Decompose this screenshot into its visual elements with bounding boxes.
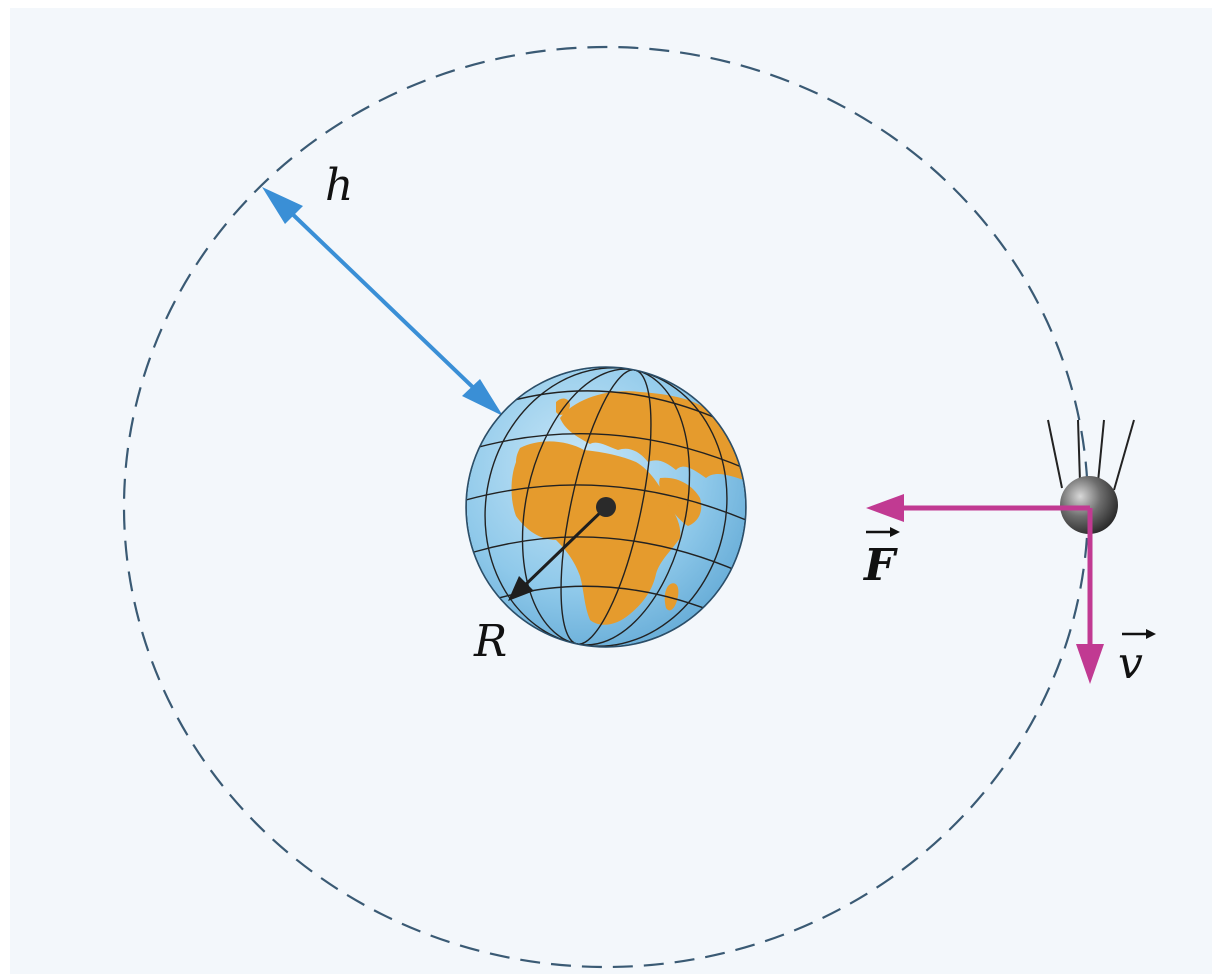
force-label: F xyxy=(862,527,900,591)
radius-label: R xyxy=(473,616,507,667)
svg-text:v: v xyxy=(1118,638,1143,689)
radius-arrow xyxy=(508,497,616,601)
force-vector-arrow xyxy=(866,494,1090,522)
satellite-icon xyxy=(1047,419,1135,534)
svg-text:F: F xyxy=(862,540,898,591)
velocity-label: v xyxy=(1118,629,1156,689)
height-arrow xyxy=(262,187,503,416)
velocity-vector-arrow xyxy=(1076,508,1104,684)
height-label: h xyxy=(325,160,353,211)
